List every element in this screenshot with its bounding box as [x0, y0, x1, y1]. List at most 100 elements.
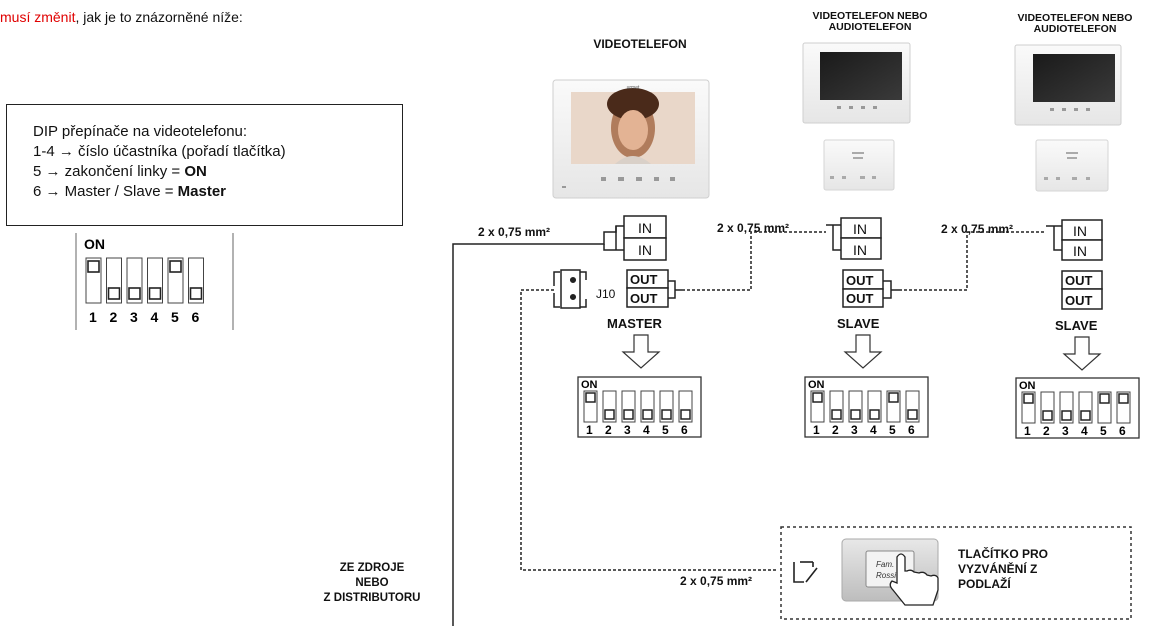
role-master: MASTER: [607, 316, 662, 331]
dip-frame: [577, 376, 702, 438]
cable-label-1: 2 x 0,75 mm²: [478, 225, 551, 239]
dip-number: 1: [586, 423, 593, 437]
dip-knob: [107, 287, 121, 300]
videophone-slave-2: [1014, 44, 1122, 192]
device-3-title-line1: VIDEOTELEFON NEBO: [1017, 12, 1133, 24]
dip-number: 1: [89, 309, 97, 325]
info-line-1: DIP přepínače na videotelefonu:: [33, 123, 248, 140]
videophone-master: urmet: [552, 79, 710, 199]
dip-number: 2: [1043, 424, 1050, 438]
source-line-1: ZE ZDROJE: [339, 562, 405, 574]
down-arrows: [621, 334, 1102, 371]
dip-knob: [831, 409, 842, 420]
terminal-out-slave2-2: OUT: [1065, 293, 1093, 308]
power-source-label: ZE ZDROJE NEBO Z DISTRIBUTORU: [297, 561, 447, 606]
dip-number: 3: [130, 309, 138, 325]
plate-line-1: Fam.: [876, 560, 894, 569]
dip-knob: [623, 409, 634, 420]
info-line-4-text: 6 → Master / Slave =: [33, 183, 178, 200]
wire-brackets: [668, 224, 1062, 299]
dip-number: 3: [1062, 424, 1069, 438]
device-1-title: VIDEOTELEFON: [593, 37, 687, 51]
videophone-slave-1: [802, 42, 911, 191]
device-3-title-line2: AUDIOTELEFON: [1033, 23, 1117, 35]
dip-number: 1: [1024, 424, 1031, 438]
dip-knob: [189, 287, 203, 300]
terminal-out-master-2: OUT: [630, 291, 658, 306]
role-slave-1: SLAVE: [837, 316, 880, 331]
dip-number: 1: [813, 423, 820, 437]
device-2-title-line1: VIDEOTELEFON NEBO: [812, 10, 928, 22]
intro-text: musí změnit, jak je to znázorněné níže:: [0, 9, 243, 25]
dip-knob: [812, 392, 823, 403]
dip-knob: [680, 409, 691, 420]
dip-knob: [148, 287, 162, 300]
terminal-out-master-1: OUT: [630, 272, 658, 287]
dip-knob: [907, 409, 918, 420]
dip-knob: [1080, 410, 1091, 421]
dip-knob: [661, 409, 672, 420]
terminal-in-slave2-2: IN: [1073, 243, 1087, 259]
terminal-in-slave1-2: IN: [853, 242, 867, 258]
floor-button-line-1: TLAČÍTKO PRO: [958, 547, 1048, 561]
dip-number: 2: [832, 423, 839, 437]
down-arrow-icon: [843, 334, 883, 369]
terminal-in-slave2-1: IN: [1073, 223, 1087, 239]
down-arrow-icon: [621, 334, 661, 369]
dip-knob: [850, 409, 861, 420]
dip-number: 6: [192, 309, 200, 325]
floor-button-box: Fam. Rossi: [780, 526, 1132, 620]
info-line-4: 6 → Master / Slave = Master: [33, 182, 402, 202]
terminal-in-master-1: IN: [638, 220, 652, 236]
dip-number: 3: [624, 423, 631, 437]
down-arrow-icon: [1062, 336, 1102, 371]
terminal-in-master-2: IN: [638, 242, 652, 258]
dip-number: 6: [1119, 424, 1126, 438]
dip-knob: [869, 409, 880, 420]
dip-number: 6: [681, 423, 688, 437]
dip-knob: [1061, 410, 1072, 421]
cable-label-3: 2 x 0,75 mm²: [941, 222, 1014, 236]
dip-number: 3: [851, 423, 858, 437]
dip-number: 5: [662, 423, 669, 437]
dip-on-label: ON: [808, 379, 825, 391]
terminal-in-slave1-1: IN: [853, 221, 867, 237]
dip-number: 4: [1081, 424, 1088, 438]
intro-highlight: musí změnit: [0, 9, 76, 25]
cable-label-4: 2 x 0,75 mm²: [680, 574, 753, 588]
hand-pointer-icon: [889, 553, 939, 606]
info-line-4-value: Master: [177, 183, 226, 200]
floor-button-line-2: VYZVÁNĚNÍ Z: [958, 562, 1038, 576]
dip-number: 5: [1100, 424, 1107, 438]
dip-info-box: DIP přepínače na videotelefonu: 1-4 → čí…: [6, 104, 403, 226]
terminal-out-slave2-1: OUT: [1065, 273, 1093, 288]
dip-number: 2: [605, 423, 612, 437]
dip-knob: [1023, 393, 1034, 404]
dip-knob: [1042, 410, 1053, 421]
dip-knob: [1118, 393, 1129, 404]
dip-number: 4: [643, 423, 650, 437]
device-2-title-line2: AUDIOTELEFON: [828, 21, 912, 33]
terminal-blocks: [623, 215, 1103, 310]
dip-on-label: ON: [581, 379, 598, 391]
dip-knob: [128, 287, 141, 300]
dip-knob: [1099, 393, 1110, 404]
dip-knob: [585, 392, 596, 403]
dip-knob: [87, 260, 100, 273]
dip-number: 4: [870, 423, 877, 437]
info-line-3: 5 → zakončení linky = ON: [33, 162, 402, 182]
dip-knob: [604, 409, 615, 420]
dip-number: 5: [889, 423, 896, 437]
jumper-j10: [553, 269, 587, 309]
dip-number: 5: [171, 309, 179, 325]
dip-knob: [888, 392, 899, 403]
device-3-title: VIDEOTELEFON NEBO AUDIOTELEFON: [1000, 13, 1150, 35]
dip-number: 4: [151, 309, 159, 325]
plate-line-2: Rossi: [876, 571, 896, 580]
info-line-3-text: 5 → zakončení linky =: [33, 163, 185, 180]
